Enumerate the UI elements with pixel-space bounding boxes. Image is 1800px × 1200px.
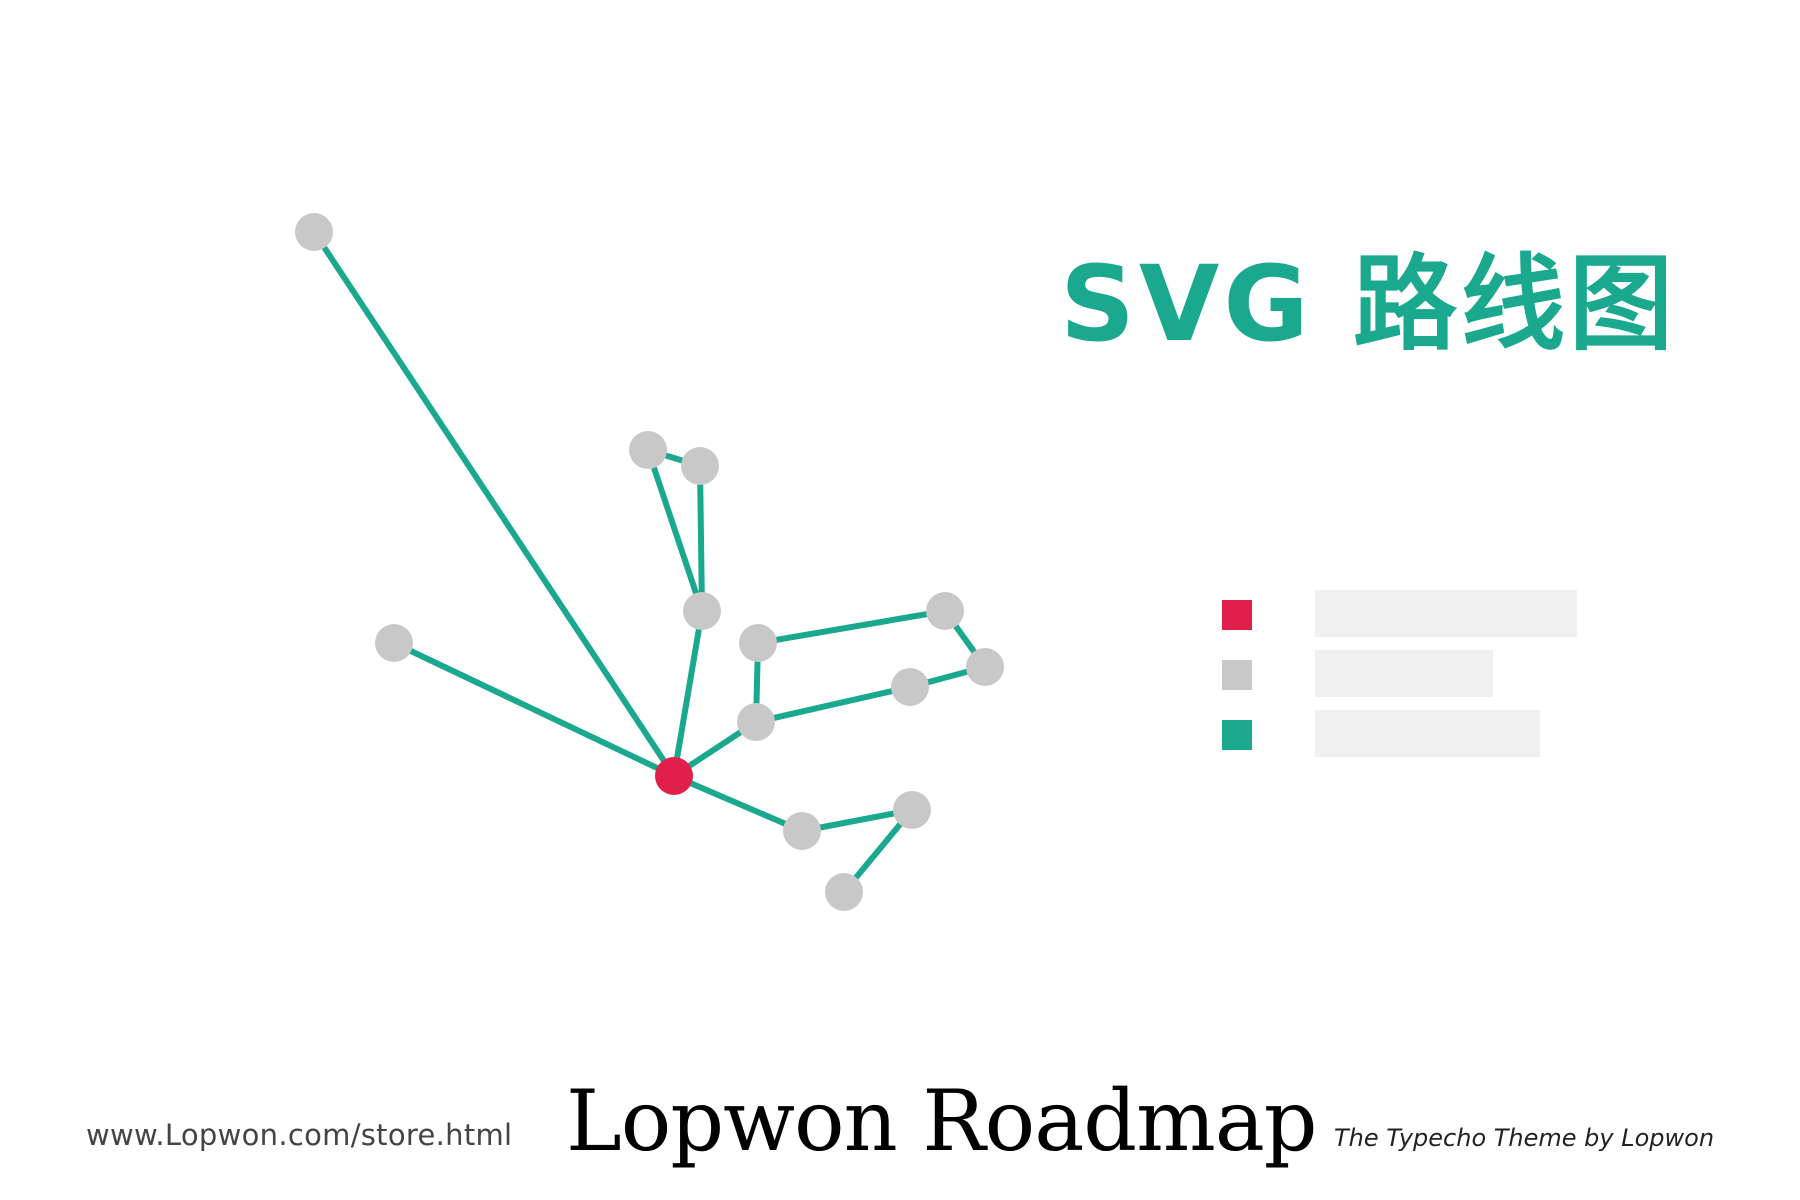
legend-placeholder-bar (1315, 590, 1577, 637)
node-n11 (783, 812, 821, 850)
node-n10 (891, 668, 929, 706)
edge-n3-n5 (697, 463, 705, 614)
edge-n7-n8 (755, 608, 948, 646)
footer-tagline: The Typecho Theme by Lopwon (1334, 1124, 1715, 1152)
node-n6 (737, 703, 775, 741)
node-n2 (375, 624, 413, 662)
root-node (655, 757, 693, 795)
footer-url: www.Lopwon.com/store.html (86, 1118, 513, 1152)
edge-n6-n10 (753, 684, 913, 725)
legend-placeholder-bar (1315, 710, 1540, 757)
footer-brand: Lopwon Roadmap (566, 1072, 1318, 1170)
node-n4 (629, 431, 667, 469)
edge-root-n2 (391, 640, 677, 779)
node-n12 (893, 791, 931, 829)
legend-swatch-path (1222, 720, 1252, 750)
node-n13 (825, 873, 863, 911)
node-n8 (926, 592, 964, 630)
nodes-layer (295, 213, 1004, 911)
edge-root-n11 (671, 773, 805, 834)
legend-swatch-node (1222, 660, 1252, 690)
edges-layer (311, 229, 988, 895)
node-n9 (966, 648, 1004, 686)
edge-root-n3 (671, 608, 705, 779)
edge-root-n1 (311, 229, 677, 779)
legend-swatch-root (1222, 600, 1252, 630)
node-n3 (683, 592, 721, 630)
node-n1 (295, 213, 333, 251)
page-title: SVG 路线图 (1060, 243, 1677, 365)
edge-n3-n4 (645, 447, 705, 614)
legend-placeholder-bar (1315, 650, 1493, 697)
node-n7 (739, 624, 777, 662)
node-n5 (681, 447, 719, 485)
